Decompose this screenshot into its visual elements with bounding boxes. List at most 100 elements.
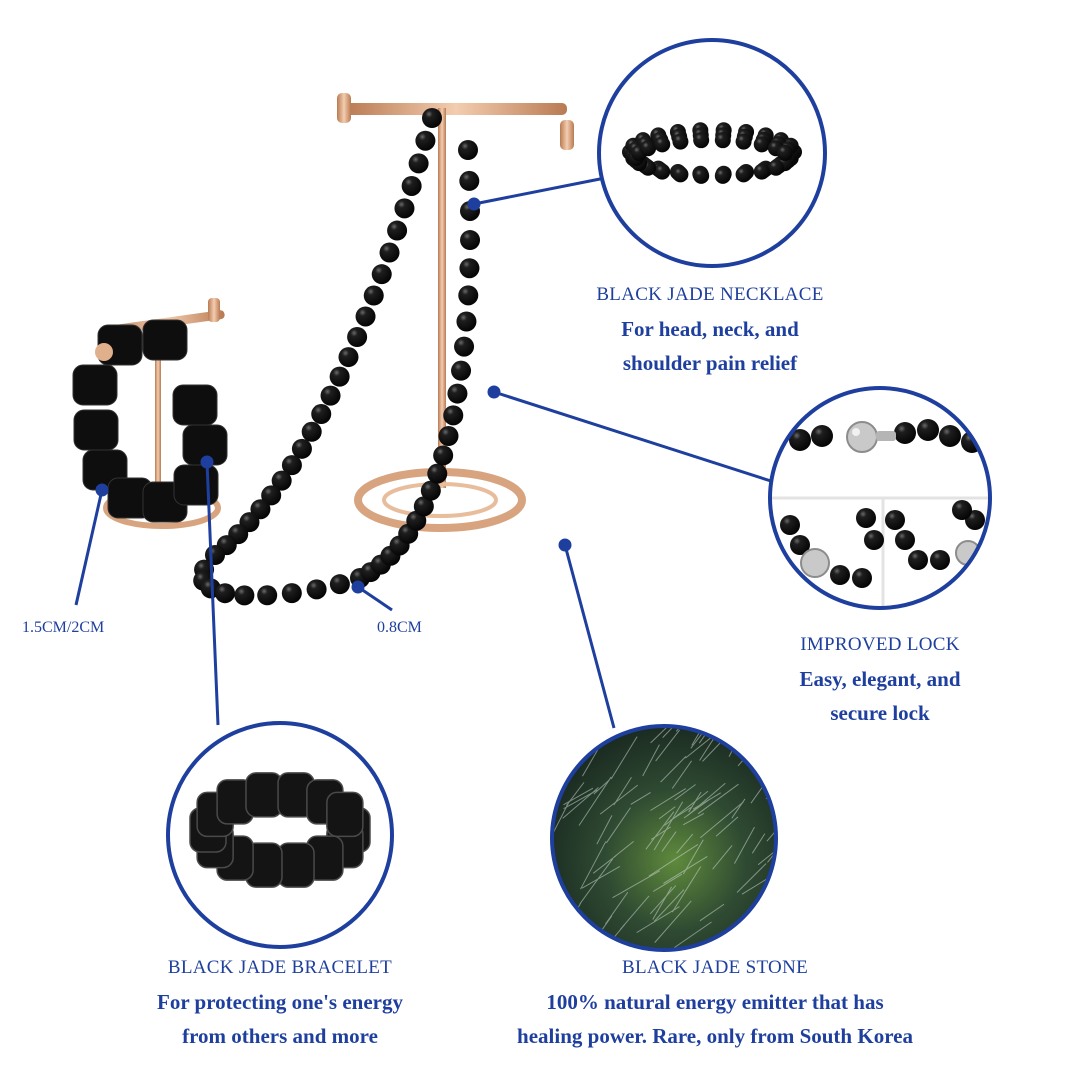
bead xyxy=(458,140,478,160)
stone-fiber xyxy=(671,866,702,913)
stone-fiber xyxy=(655,729,681,762)
stone-title: BLACK JADE STONE xyxy=(621,957,808,978)
stone-fiber xyxy=(581,866,621,889)
bead xyxy=(952,500,972,520)
bead xyxy=(329,366,350,387)
bead xyxy=(413,496,434,517)
stone-fiber xyxy=(699,903,725,922)
stone-texture-circle xyxy=(550,724,778,952)
stone-fiber xyxy=(620,895,650,930)
stone-fiber xyxy=(652,873,683,892)
bead xyxy=(460,230,481,251)
bracelet-closeup-circle xyxy=(166,721,394,949)
bead xyxy=(271,470,292,491)
bead xyxy=(672,133,689,150)
bead xyxy=(363,285,384,306)
bead xyxy=(917,419,939,441)
stone-fiber xyxy=(715,816,739,837)
bead xyxy=(767,159,784,176)
stone-fiber xyxy=(682,839,704,875)
stone-fiber xyxy=(736,863,767,893)
stone-fiber xyxy=(671,760,693,789)
lock-closeup-circle xyxy=(768,386,992,610)
bead xyxy=(257,585,278,606)
stone-fiber xyxy=(699,801,744,839)
necklace-title: BLACK JADE NECKLACE xyxy=(596,284,824,305)
stone-fiber xyxy=(599,784,639,815)
bracelet-tile xyxy=(172,384,218,426)
stone-caption: BLACK JADE STONE 100% natural energy emi… xyxy=(470,957,960,1053)
bead xyxy=(852,568,872,588)
lock-desc-line1: Easy, elegant, and xyxy=(799,667,961,691)
bead xyxy=(654,136,671,153)
stone-fiber xyxy=(579,858,614,904)
stone-fiber xyxy=(676,833,694,854)
bead xyxy=(301,421,322,442)
bead xyxy=(458,285,479,306)
stone-fiber xyxy=(589,726,602,735)
bead xyxy=(291,438,312,459)
stone-fiber xyxy=(697,783,739,815)
bead xyxy=(347,327,368,348)
bead xyxy=(939,425,961,447)
stone-fiber xyxy=(688,791,702,813)
bead xyxy=(885,510,905,530)
necklace-desc-line1: For head, neck, and xyxy=(621,317,799,341)
stand-knob xyxy=(95,343,113,361)
bead xyxy=(753,136,770,153)
stone-fiber xyxy=(563,787,594,806)
bead xyxy=(895,530,915,550)
bead xyxy=(281,455,302,476)
stone-fiber xyxy=(734,826,755,864)
bead xyxy=(811,425,833,447)
bead xyxy=(790,535,810,555)
bracelet-tile xyxy=(73,409,119,451)
bead xyxy=(427,463,448,484)
bead xyxy=(451,360,472,381)
bead xyxy=(459,170,480,191)
stone-fiber xyxy=(650,788,687,811)
necklace-caption: BLACK JADE NECKLACE For head, neck, and … xyxy=(560,284,860,380)
stone-fiber xyxy=(645,811,675,850)
bead xyxy=(456,311,477,332)
bracelet-caption: BLACK JADE BRACELET For protecting one's… xyxy=(110,957,450,1053)
bead xyxy=(930,550,950,570)
bead xyxy=(422,108,442,128)
stone-fiber xyxy=(605,807,631,844)
bead xyxy=(780,515,800,535)
stone-fiber xyxy=(650,726,694,744)
bead xyxy=(234,585,255,606)
stone-fiber xyxy=(612,870,660,899)
stone-fiber xyxy=(648,843,699,877)
stone-fiber xyxy=(658,806,676,820)
lock-caption: IMPROVED LOCK Easy, elegant, and secure … xyxy=(745,634,1015,730)
stone-fiber xyxy=(649,885,677,915)
bead xyxy=(281,583,302,604)
stone-fiber xyxy=(652,886,673,920)
bead xyxy=(311,404,332,425)
stone-fiber xyxy=(660,756,687,783)
bead-size-label: 0.8CM xyxy=(377,619,422,636)
bead xyxy=(329,574,350,595)
bead xyxy=(776,144,793,161)
stone-fiber xyxy=(610,736,638,780)
bead xyxy=(415,130,436,151)
bead xyxy=(443,405,464,426)
stone-fiber xyxy=(737,740,761,767)
bead xyxy=(355,306,376,327)
bead xyxy=(640,140,657,157)
stone-fiber xyxy=(653,889,685,922)
bead xyxy=(735,166,752,183)
bead xyxy=(735,133,752,150)
bracelet-tile xyxy=(142,319,188,361)
stone-desc-line2: healing power. Rare, only from South Kor… xyxy=(517,1024,913,1048)
stone-fiber xyxy=(613,840,634,858)
bead xyxy=(371,264,392,285)
callout-lines xyxy=(74,176,775,729)
stone-fiber xyxy=(682,812,705,826)
bracelet-tile xyxy=(326,791,364,838)
bead xyxy=(394,198,415,219)
bead xyxy=(379,242,400,263)
lock-desc-line2: secure lock xyxy=(830,701,930,725)
